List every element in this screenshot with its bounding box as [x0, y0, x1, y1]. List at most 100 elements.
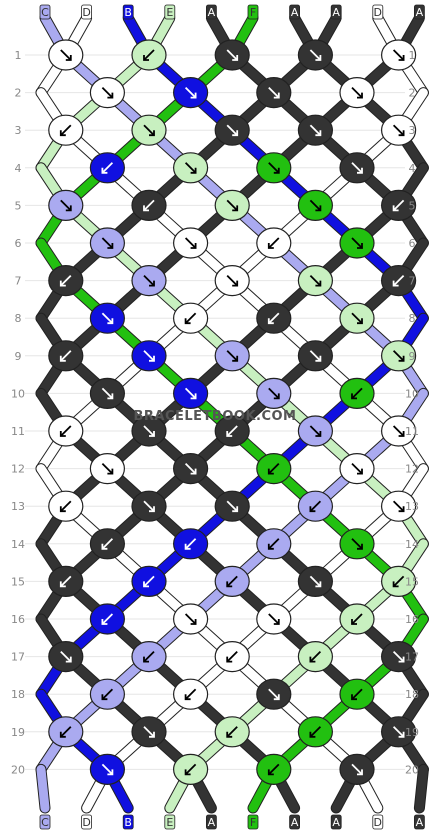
string-label-bottom: A	[205, 814, 217, 830]
knot	[339, 227, 375, 259]
arrow-down-right-icon	[101, 763, 114, 776]
svg-text:B: B	[124, 6, 132, 19]
arrow-down-left-icon	[143, 199, 155, 212]
knot	[339, 528, 375, 560]
row-label-left: 10	[11, 387, 25, 400]
knot	[297, 415, 333, 447]
row-label-left: 13	[11, 500, 25, 513]
row-label-left: 19	[11, 726, 25, 739]
knot	[48, 565, 84, 598]
row-label-right: 15	[405, 575, 419, 588]
knot	[339, 603, 375, 635]
knot	[48, 265, 84, 297]
row-label-left: 17	[11, 651, 25, 664]
row-label-right: 1	[409, 49, 416, 62]
row-label-left: 7	[15, 275, 22, 288]
svg-text:F: F	[250, 6, 256, 19]
svg-text:D: D	[374, 6, 382, 19]
svg-text:B: B	[124, 816, 132, 829]
arrow-down-right-icon	[392, 726, 405, 738]
arrow-down-right-icon	[309, 274, 322, 287]
arrow-down-left-icon	[184, 312, 197, 325]
arrow-down-left-icon	[59, 124, 72, 137]
arrow-down-right-icon	[392, 425, 405, 437]
arrow-down-right-icon	[268, 162, 280, 174]
knot	[214, 565, 250, 598]
knot	[173, 678, 209, 710]
row-label-right: 5	[409, 199, 416, 212]
arrow-down-left-icon	[59, 500, 72, 513]
row-label-left: 3	[15, 124, 22, 137]
row-label-left: 18	[11, 688, 25, 701]
string-label-bottom: A	[330, 814, 342, 830]
arrow-down-left-icon	[309, 650, 322, 663]
arrow-down-right-icon	[351, 86, 363, 99]
knot	[173, 152, 209, 184]
row-label-right: 14	[405, 538, 419, 551]
string-label-bottom: F	[247, 814, 259, 830]
knot	[381, 265, 417, 297]
thread-segment	[35, 763, 51, 814]
arrow-down-right-icon	[309, 350, 322, 362]
svg-text:D: D	[82, 6, 90, 19]
row-label-right: 20	[405, 763, 419, 776]
arrow-down-right-icon	[309, 199, 322, 212]
knot	[256, 377, 292, 409]
knot	[89, 377, 126, 409]
knot	[256, 603, 292, 635]
arrow-down-right-icon	[143, 500, 155, 513]
arrow-down-left-icon	[226, 650, 238, 663]
svg-text:A: A	[332, 816, 340, 829]
knot	[381, 640, 417, 673]
arrow-down-right-icon	[226, 199, 239, 212]
string-label-top: A	[205, 4, 217, 20]
arrow-down-right-icon	[60, 49, 72, 61]
string-label-bottom: C	[39, 814, 51, 830]
knot	[173, 603, 209, 635]
row-label-left: 4	[15, 162, 22, 175]
knot	[381, 565, 417, 598]
row-label-left: 1	[15, 49, 22, 62]
knot	[381, 114, 417, 146]
knot	[173, 753, 209, 786]
arrow-down-right-icon	[309, 49, 322, 61]
arrow-down-right-icon	[309, 124, 322, 137]
knot	[339, 152, 375, 184]
knot	[256, 227, 292, 259]
string-label-top: B	[122, 4, 134, 20]
knot	[256, 528, 292, 560]
svg-text:A: A	[208, 6, 216, 19]
knot	[381, 415, 417, 447]
knot	[297, 265, 333, 297]
svg-text:E: E	[166, 6, 173, 19]
arrow-down-right-icon	[351, 312, 363, 325]
svg-text:D: D	[82, 816, 90, 829]
knot	[297, 39, 333, 71]
svg-text:A: A	[208, 816, 216, 829]
arrow-down-left-icon	[184, 688, 197, 701]
row-label-right: 4	[409, 162, 416, 175]
row-label-right: 12	[405, 463, 419, 476]
svg-text:E: E	[166, 816, 173, 829]
arrow-down-right-icon	[268, 387, 280, 400]
knot	[173, 76, 209, 109]
row-label-left: 15	[11, 575, 25, 588]
knot	[173, 377, 209, 409]
row-label-right: 10	[405, 387, 419, 400]
svg-text:A: A	[291, 816, 299, 829]
arrow-down-left-icon	[267, 312, 280, 325]
row-label-right: 18	[405, 688, 419, 701]
arrow-down-right-icon	[392, 650, 405, 663]
thread-segment	[413, 763, 429, 814]
arrow-down-left-icon	[226, 726, 238, 738]
arrow-down-left-icon	[226, 575, 238, 588]
arrow-down-right-icon	[226, 500, 239, 513]
knot	[214, 39, 250, 71]
knot	[173, 227, 209, 259]
arrow-down-right-icon	[143, 124, 155, 137]
arrow-down-right-icon	[268, 688, 280, 701]
arrow-down-right-icon	[60, 199, 72, 212]
row-label-right: 7	[409, 275, 416, 288]
